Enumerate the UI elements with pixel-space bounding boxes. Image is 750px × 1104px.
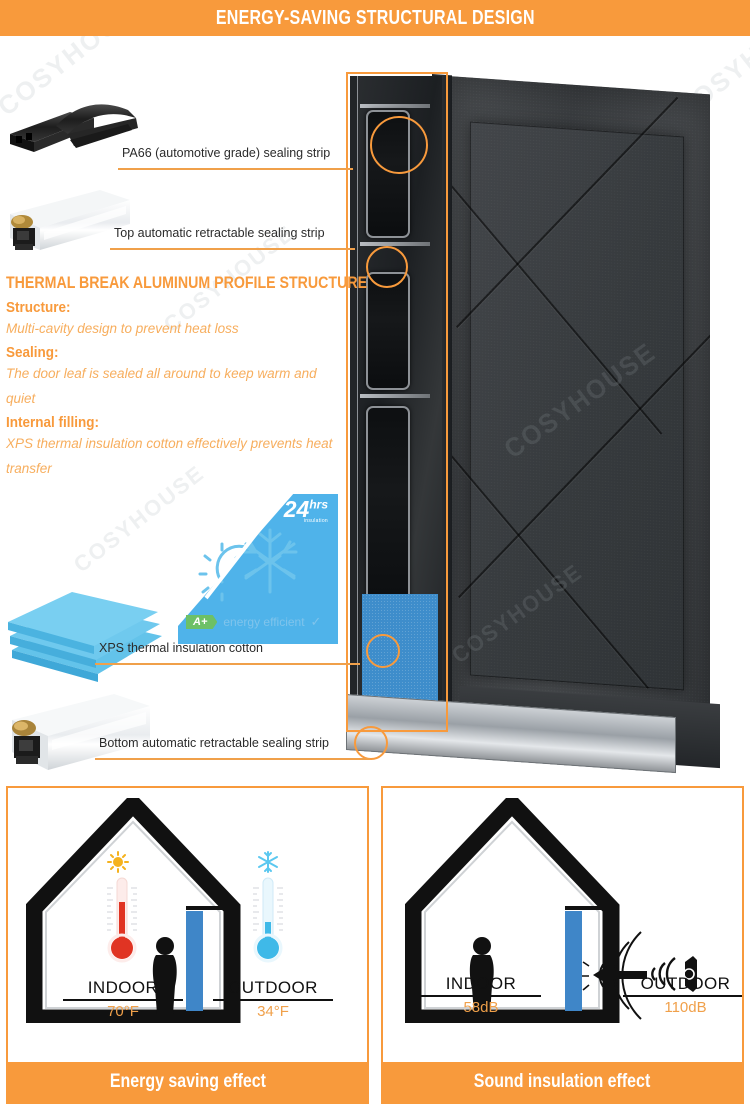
main-illustration: COSYHOUSE COSYHOUSE COSYHOUSE COSYHOUSE … — [0, 0, 750, 778]
callout-circle-top-seal — [366, 246, 408, 288]
panel-energy-saving: INDOOR 70°F — [6, 786, 369, 1104]
indoor-readout-energy: INDOOR 70°F — [63, 978, 183, 1020]
info-body-sealing: The door leaf is sealed all around to ke… — [6, 366, 317, 406]
callout-leader-line — [95, 663, 360, 665]
door-groove — [448, 403, 649, 689]
door-inner-panel — [470, 121, 684, 691]
check-icon: ✓ — [310, 614, 322, 629]
indoor-value: 58dB — [463, 999, 499, 1016]
callout-circle-pa66 — [370, 116, 428, 174]
panel-caption-sound: Sound insulation effect — [383, 1062, 742, 1102]
door-slab: COSYHOUSE COSYHOUSE — [448, 76, 710, 745]
profile-rib — [360, 394, 430, 398]
indoor-thermometer-icon — [107, 877, 137, 963]
callout-circle-bottom-seal — [354, 726, 388, 760]
info-heading-filling: Internal filling: — [6, 414, 100, 431]
outdoor-thermometer-icon — [253, 877, 283, 963]
info-heading-structure: Structure: — [6, 299, 71, 316]
outdoor-label: OUTDOOR — [213, 978, 333, 1001]
door-groove — [448, 133, 663, 435]
indoor-value: 70°F — [107, 1003, 139, 1020]
callout-label: PA66 (automotive grade) sealing strip — [122, 146, 331, 160]
energy-rating-row: A+ energy efficient ✓ — [186, 614, 321, 630]
outdoor-readout-sound: OUTDOOR 110dB — [623, 974, 742, 1016]
page-title: ENERGY-SAVING STRUCTURAL DESIGN — [215, 6, 535, 29]
indoor-readout-sound: INDOOR 58dB — [421, 974, 541, 1016]
profile-rib — [360, 242, 430, 246]
cross-section-highlight — [346, 72, 448, 732]
info-heading-sealing: Sealing: — [6, 344, 59, 361]
indoor-label: INDOOR — [421, 974, 541, 997]
outdoor-label: OUTDOOR — [623, 974, 742, 997]
callout-leader-line — [118, 168, 353, 170]
callout-leader-line — [95, 758, 370, 760]
outdoor-readout-energy: OUTDOOR 34°F — [213, 978, 333, 1020]
callout-bottom-seal: Bottom automatic retractable sealing str… — [95, 736, 370, 760]
panel-sound-insulation: INDOOR 58dB OUTDOOR 110dB Sound insulati… — [381, 786, 744, 1104]
callout-label: Bottom automatic retractable sealing str… — [99, 736, 329, 750]
sun-icon — [107, 851, 129, 873]
sun-snowflake-icon — [198, 524, 298, 602]
door-lintel — [565, 906, 610, 910]
panel-caption-energy: Energy saving effect — [8, 1062, 367, 1102]
arrow-left-icon — [593, 965, 647, 985]
indoor-label: INDOOR — [63, 978, 183, 1001]
badge-hours-sub: insulation — [303, 518, 328, 524]
outdoor-value: 34°F — [257, 1003, 289, 1020]
panel-caption-text: Sound insulation effect — [474, 1071, 651, 1092]
badge-hours: 24hrs — [283, 496, 328, 522]
door-cross-section-figure: COSYHOUSE COSYHOUSE — [340, 54, 740, 774]
door-panel-blue — [186, 911, 203, 1011]
watermark: COSYHOUSE — [448, 558, 588, 669]
callout-label: Top automatic retractable sealing strip — [114, 226, 325, 240]
page-header: ENERGY-SAVING STRUCTURAL DESIGN — [0, 0, 750, 36]
callout-leader-line — [110, 248, 355, 250]
callout-label: XPS thermal insulation cotton — [99, 641, 263, 655]
profile-rib — [360, 104, 430, 108]
outdoor-value: 110dB — [664, 999, 707, 1016]
energy-saving-figure: INDOOR 70°F — [8, 788, 367, 1062]
house-cutaway-icon — [405, 798, 620, 1023]
panel-caption-text: Energy saving effect — [109, 1071, 266, 1092]
bottom-retractable-seal-photo — [12, 694, 150, 770]
effect-panels: INDOOR 70°F — [0, 786, 750, 1104]
house-cutaway-icon — [26, 798, 241, 1023]
info-title: THERMAL BREAK ALUMINUM PROFILE STRUCTURE — [6, 274, 368, 292]
profile-info-block: THERMAL BREAK ALUMINUM PROFILE STRUCTURE… — [6, 274, 368, 481]
door-panel-blue — [565, 911, 582, 1011]
rating-badge: A+ — [186, 615, 218, 629]
aluminum-profile-cross-section — [350, 76, 442, 724]
info-body-structure: Multi-cavity design to prevent heat loss — [6, 321, 239, 336]
rating-text: energy efficient — [223, 615, 305, 629]
callout-xps: XPS thermal insulation cotton — [95, 641, 360, 665]
snowflake-icon — [258, 851, 278, 873]
door-lintel — [186, 906, 231, 910]
sound-insulation-figure: INDOOR 58dB OUTDOOR 110dB — [383, 788, 742, 1062]
door-groove — [458, 332, 710, 599]
callout-circle-xps — [366, 634, 400, 668]
profile-cavity — [366, 272, 410, 390]
speaker-icon — [651, 956, 697, 992]
profile-cavity — [366, 406, 410, 616]
door-groove — [456, 96, 679, 329]
pa66-sealing-strip-photo — [10, 104, 138, 152]
insulation-badge: 24hrs insulation A+ energy efficient — [178, 494, 338, 644]
callout-pa66: PA66 (automotive grade) sealing strip — [118, 146, 353, 170]
info-body-filling: XPS thermal insulation cotton effectivel… — [6, 436, 333, 476]
top-retractable-seal-photo — [10, 190, 130, 250]
person-silhouette-icon — [469, 937, 494, 1014]
watermark: COSYHOUSE — [497, 336, 662, 465]
xps-board-photo — [8, 592, 162, 682]
callout-top-seal: Top automatic retractable sealing strip — [110, 226, 355, 250]
